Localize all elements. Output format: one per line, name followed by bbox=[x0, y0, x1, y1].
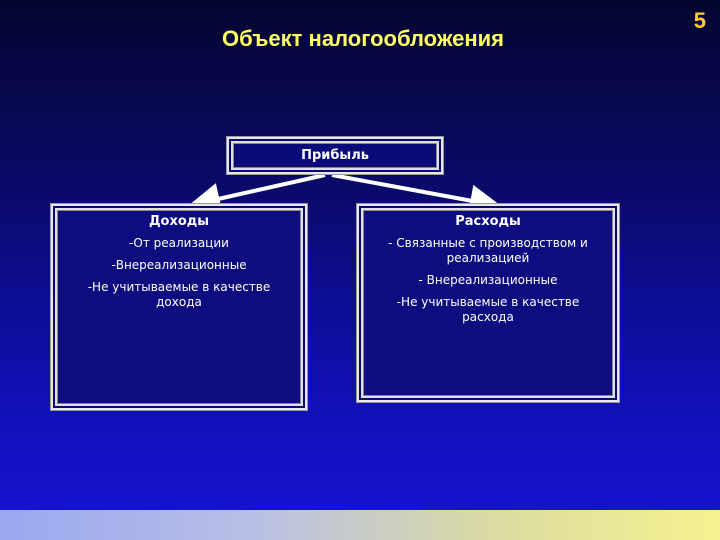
income-box: Доходы -От реализации -Внереализационные… bbox=[50, 203, 308, 411]
income-item: -Внереализационные bbox=[111, 258, 247, 272]
expenses-box: Расходы - Связанные с производством и ре… bbox=[356, 203, 620, 403]
slide-title: Объект налогообложения bbox=[221, 26, 505, 51]
slide-number: 5 bbox=[693, 8, 706, 33]
profit-label: Прибыль bbox=[301, 148, 369, 163]
arrow-to-income bbox=[188, 173, 326, 215]
income-heading: Доходы bbox=[148, 214, 210, 229]
income-item: -От реализации bbox=[129, 236, 229, 250]
arrow-to-expenses bbox=[331, 173, 502, 217]
expenses-item: -Не учитываемые в качестве расхода bbox=[396, 295, 580, 324]
bottom-gradient-strip bbox=[0, 510, 720, 540]
expenses-item: - Внереализационные bbox=[418, 273, 558, 287]
expenses-heading: Расходы bbox=[455, 214, 521, 229]
profit-box: Прибыль bbox=[226, 136, 444, 175]
expenses-item: - Связанные с производством и реализацие… bbox=[388, 236, 588, 265]
income-item: -Не учитываемые в качестве дохода bbox=[87, 280, 271, 309]
